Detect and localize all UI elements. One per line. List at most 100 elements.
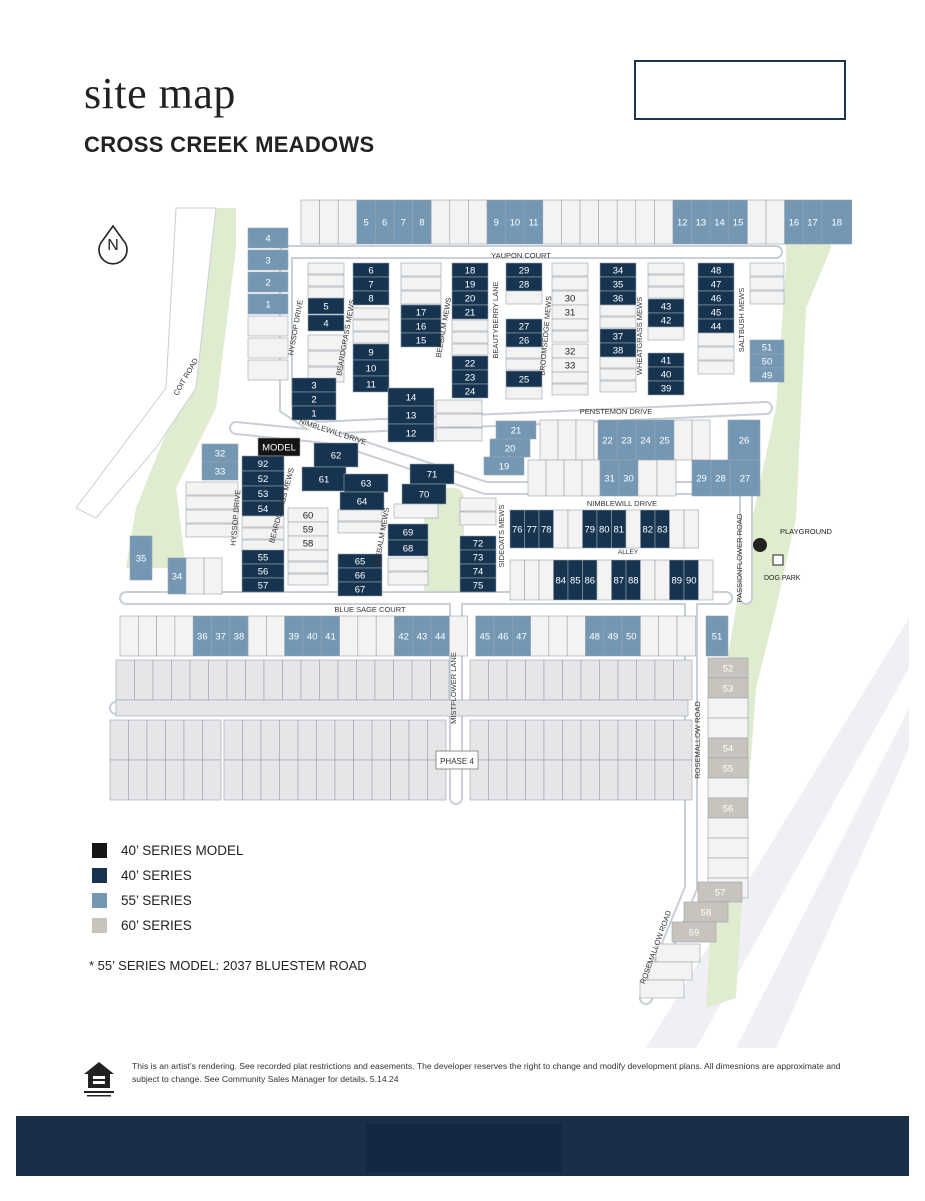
lot-55-series: [247, 293, 289, 315]
lot-unassigned: [598, 199, 618, 245]
lot-unassigned: [551, 276, 589, 291]
phase-4-marker: PHASE 4: [435, 750, 479, 770]
lot-number: 33: [215, 467, 226, 478]
lot-number: 22: [465, 359, 476, 370]
lot-number: 61: [319, 475, 330, 486]
lot-number: 69: [403, 528, 414, 539]
lot-phase4: [506, 719, 526, 761]
lot-unassigned: [707, 777, 749, 799]
lot-unassigned: [765, 199, 785, 245]
lot-phase4: [202, 719, 222, 761]
lot-55-series: [749, 367, 785, 383]
lot-phase4: [242, 719, 262, 761]
lot-number: 12: [677, 218, 688, 229]
background-stripe: [736, 708, 909, 1048]
lot-unassigned: [352, 331, 390, 344]
lot-number: 52: [258, 474, 269, 485]
lot-phase4: [617, 719, 637, 761]
lot-40-series: [387, 423, 435, 443]
lot-number: 58: [303, 539, 314, 550]
lot-number: 68: [403, 544, 414, 555]
lot-number: 55: [258, 553, 269, 564]
lot-number: 11: [529, 218, 539, 229]
street-label: ALLEY: [618, 549, 639, 556]
lot-phase4: [580, 759, 600, 801]
lot-number: 56: [723, 804, 734, 815]
lot-unassigned: [449, 199, 469, 245]
lot-unassigned: [697, 332, 735, 347]
lot-number: 28: [519, 280, 530, 291]
lot-unassigned: [400, 290, 442, 305]
lot-phase4: [488, 719, 508, 761]
lot-55-series: [727, 419, 761, 461]
legend-label: 40’ SERIES MODEL: [121, 843, 244, 858]
page-title: site map: [84, 69, 236, 118]
lot-unassigned: [459, 497, 497, 512]
legend: 40’ SERIES MODEL 40’ SERIES 55’ SERIES 6…: [92, 838, 244, 938]
lot-number: 35: [613, 280, 624, 291]
lot-unassigned: [616, 199, 637, 245]
lot-number: 7: [368, 280, 373, 291]
lot-number: 55: [723, 764, 734, 775]
lot-unassigned: [599, 316, 637, 329]
lot-unassigned: [656, 459, 677, 497]
legend-label: 60’ SERIES: [121, 918, 192, 933]
lot-number: 32: [215, 449, 226, 460]
lot-number: 51: [712, 632, 723, 643]
street-label: ROSEMALLOW ROAD: [693, 701, 702, 779]
lot-number: 20: [465, 294, 476, 305]
lot-phase4: [279, 759, 299, 801]
lot-unassigned: [527, 459, 547, 497]
lot-number: 17: [416, 308, 427, 319]
lot-unassigned: [749, 262, 785, 277]
lot-number: 4: [323, 319, 328, 330]
lot-number: 8: [368, 294, 373, 305]
lot-unassigned: [599, 356, 637, 369]
lot-number: 53: [258, 489, 269, 500]
lot-unassigned: [387, 571, 429, 586]
lot-number: 46: [711, 294, 722, 305]
lot-number: 79: [584, 525, 595, 536]
lot-number: 6: [368, 266, 373, 277]
lot-number: 30: [623, 474, 634, 485]
lot-unassigned: [156, 615, 176, 657]
lot-number: 1: [311, 409, 316, 420]
lot-unassigned: [185, 557, 205, 595]
legend-item: 60’ SERIES: [92, 913, 244, 938]
disclaimer: This is an artist’s rendering. See recor…: [132, 1061, 841, 1084]
lot-phase4: [245, 659, 265, 701]
legend-item: 55’ SERIES: [92, 888, 244, 913]
lot-55-series: [483, 456, 525, 476]
lot-unassigned: [505, 358, 543, 371]
lot-number: 2: [265, 278, 270, 289]
lot-number: 90: [686, 576, 697, 587]
lot-number: 36: [613, 294, 624, 305]
lot-number: 7: [401, 218, 406, 229]
lot-number: 62: [331, 451, 342, 462]
lot-phase4: [525, 659, 545, 701]
lot-number: 86: [584, 576, 595, 587]
legend-swatch: [92, 843, 107, 858]
lot-phase4: [242, 759, 262, 801]
lot-phase4: [297, 759, 317, 801]
lot-unassigned: [185, 509, 239, 524]
lot-unassigned: [524, 559, 540, 601]
lot-unassigned: [697, 346, 735, 361]
lot-number: 76: [512, 525, 523, 536]
lot-unassigned: [647, 961, 693, 981]
lot-unassigned: [707, 817, 749, 839]
lot-phase4: [334, 759, 354, 801]
lot-unassigned: [509, 559, 525, 601]
lot-number: 31: [565, 308, 576, 319]
lot-unassigned: [691, 419, 711, 461]
lot-number: 47: [516, 632, 527, 643]
lot-number: MODEL: [262, 443, 296, 454]
lot-number: 26: [519, 336, 530, 347]
lot-number: 63: [361, 479, 372, 490]
lot-number: 64: [357, 497, 368, 508]
lot-unassigned: [655, 943, 701, 963]
lot-55-series: [247, 227, 289, 249]
lot-unassigned: [451, 343, 489, 356]
street-label: SALTBUSH MEWS: [737, 288, 746, 352]
lot-unassigned: [669, 509, 685, 549]
